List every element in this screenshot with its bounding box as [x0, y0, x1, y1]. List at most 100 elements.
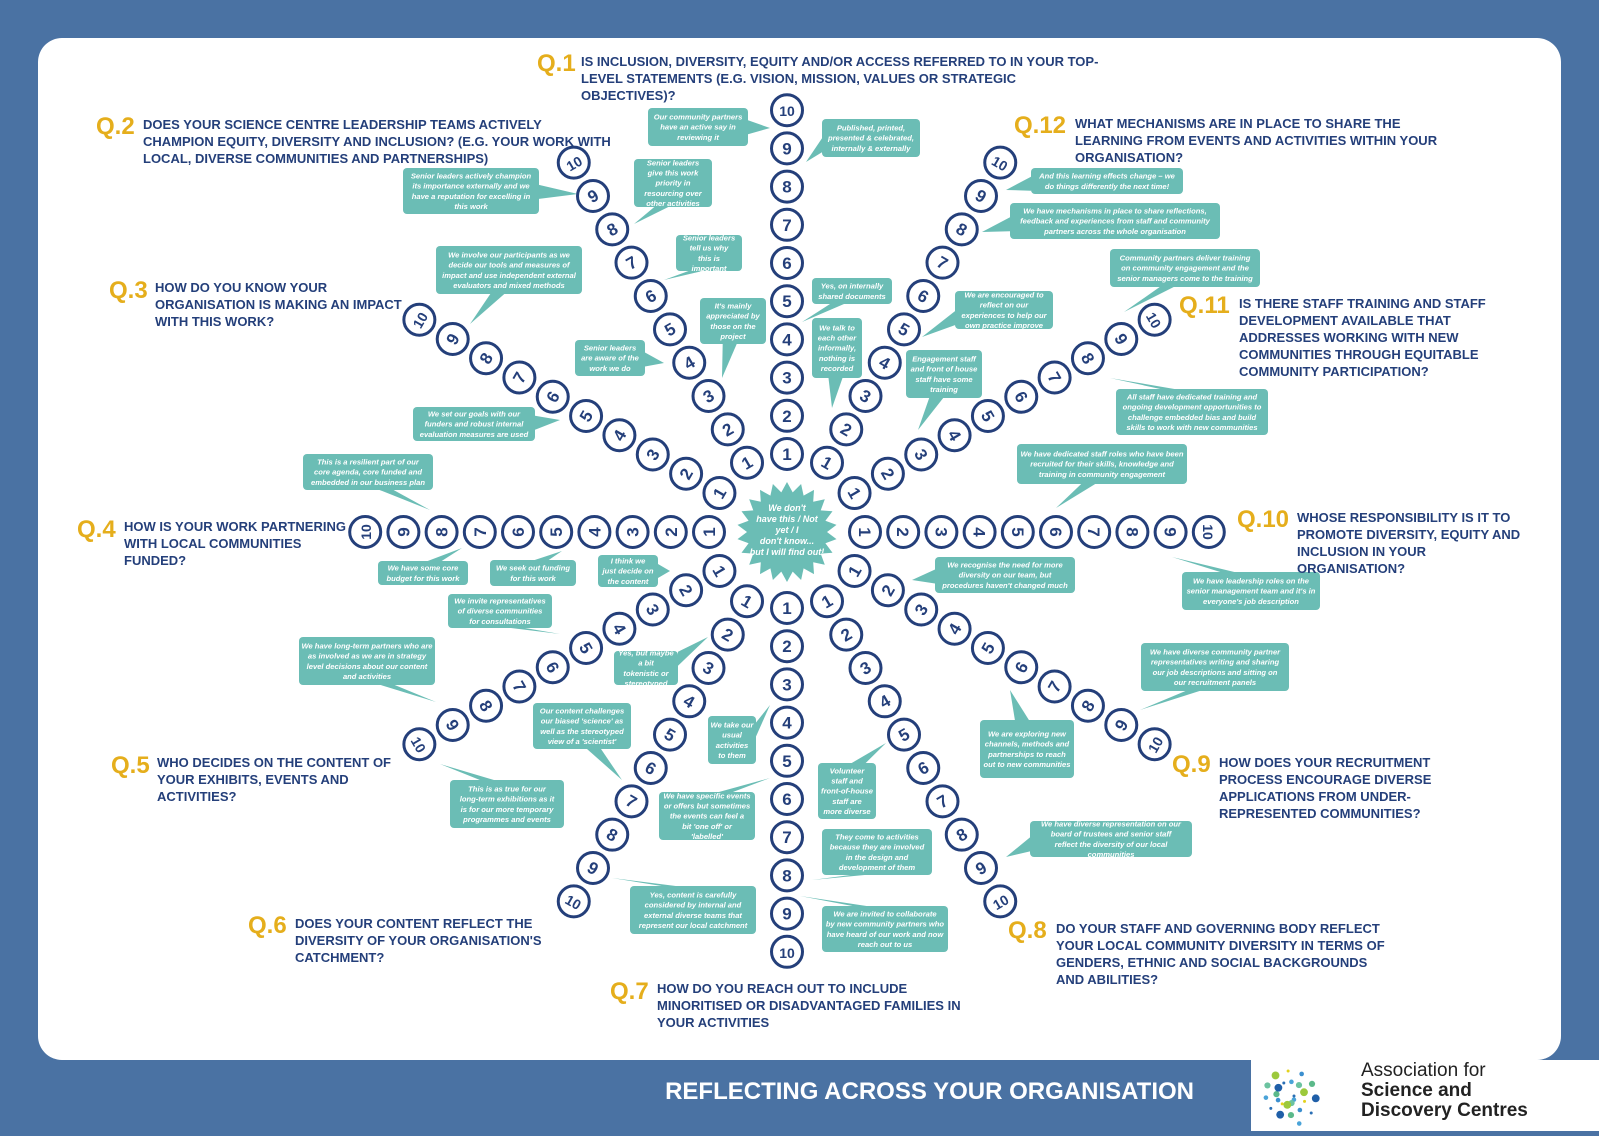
scale-circle[interactable]: [925, 784, 960, 819]
scale-circle[interactable]: [770, 896, 804, 931]
scale-circle[interactable]: [710, 412, 745, 447]
scale-circle[interactable]: [970, 631, 1005, 665]
scale-circle[interactable]: [770, 629, 804, 664]
scale-circle[interactable]: [924, 515, 959, 549]
scale-circle[interactable]: [672, 345, 707, 380]
scale-circle[interactable]: [870, 573, 905, 608]
scale-circle[interactable]: [535, 379, 570, 414]
scale-circle[interactable]: [810, 584, 844, 619]
scale-circle[interactable]: [435, 322, 470, 356]
scale-circle[interactable]: [770, 398, 804, 433]
scale-circle[interactable]: [653, 717, 687, 752]
scale-circle[interactable]: [1077, 515, 1112, 549]
scale-circle[interactable]: [837, 554, 872, 588]
scale-circle[interactable]: [837, 476, 872, 510]
scale-circle[interactable]: [964, 178, 998, 213]
scale-circle[interactable]: [691, 379, 726, 414]
scale-circle[interactable]: [614, 245, 649, 280]
scale-circle[interactable]: [937, 418, 972, 453]
scale-circle[interactable]: [730, 445, 764, 480]
scale-circle[interactable]: [770, 591, 804, 625]
scale-circle[interactable]: [1137, 302, 1172, 337]
scale-circle[interactable]: [770, 820, 804, 855]
scale-circle[interactable]: [906, 279, 941, 314]
scale-circle[interactable]: [770, 131, 804, 166]
scale-circle[interactable]: [633, 279, 668, 314]
scale-circle[interactable]: [556, 884, 591, 919]
scale-circle[interactable]: [702, 554, 737, 588]
scale-circle[interactable]: [1039, 515, 1073, 549]
scale-circle[interactable]: [730, 584, 764, 619]
scale-circle[interactable]: [1104, 708, 1139, 742]
scale-circle[interactable]: [1153, 515, 1188, 549]
scale-circle[interactable]: [770, 284, 804, 319]
scale-circle[interactable]: [937, 611, 972, 646]
scale-circle[interactable]: [904, 592, 939, 627]
scale-circle[interactable]: [770, 360, 804, 395]
scale-circle[interactable]: [906, 750, 941, 785]
scale-circle[interactable]: [1115, 515, 1150, 549]
scale-circle[interactable]: [770, 93, 804, 128]
scale-circle[interactable]: [469, 688, 504, 723]
scale-circle[interactable]: [1004, 379, 1039, 414]
scale-circle[interactable]: [653, 312, 687, 347]
scale-circle[interactable]: [577, 515, 612, 549]
scale-circle[interactable]: [829, 617, 864, 652]
scale-circle[interactable]: [770, 246, 804, 280]
scale-circle[interactable]: [569, 399, 604, 433]
scale-circle[interactable]: [614, 784, 649, 819]
scale-circle[interactable]: [435, 708, 470, 742]
scale-circle[interactable]: [1137, 727, 1172, 762]
scale-circle[interactable]: [424, 515, 459, 549]
scale-circle[interactable]: [462, 515, 497, 549]
scale-circle[interactable]: [944, 817, 979, 852]
scale-circle[interactable]: [770, 667, 804, 702]
scale-circle[interactable]: [964, 851, 998, 886]
scale-circle[interactable]: [970, 399, 1005, 433]
scale-circle[interactable]: [848, 650, 883, 685]
scale-circle[interactable]: [402, 727, 437, 762]
scale-circle[interactable]: [539, 515, 574, 549]
scale-circle[interactable]: [576, 851, 610, 886]
scale-circle[interactable]: [870, 456, 905, 491]
scale-circle[interactable]: [602, 611, 637, 646]
scale-circle[interactable]: [770, 705, 804, 740]
scale-circle[interactable]: [867, 684, 902, 719]
scale-circle[interactable]: [691, 650, 726, 685]
scale-circle[interactable]: [386, 515, 421, 549]
scale-circle[interactable]: [848, 379, 883, 414]
scale-circle[interactable]: [692, 515, 726, 549]
scale-circle[interactable]: [710, 617, 745, 652]
scale-circle[interactable]: [1004, 650, 1039, 685]
scale-circle[interactable]: [1000, 515, 1035, 549]
scale-circle[interactable]: [502, 669, 537, 704]
scale-circle[interactable]: [502, 360, 537, 395]
scale-circle[interactable]: [633, 750, 668, 785]
scale-circle[interactable]: [635, 592, 670, 627]
scale-circle[interactable]: [770, 169, 804, 204]
scale-circle[interactable]: [944, 212, 979, 247]
scale-circle[interactable]: [569, 631, 604, 665]
scale-circle[interactable]: [556, 145, 591, 180]
scale-circle[interactable]: [829, 412, 864, 447]
scale-circle[interactable]: [867, 345, 902, 380]
scale-circle[interactable]: [770, 934, 804, 969]
scale-circle[interactable]: [770, 207, 804, 242]
scale-circle[interactable]: [983, 884, 1018, 919]
scale-circle[interactable]: [672, 684, 707, 719]
scale-circle[interactable]: [1037, 360, 1072, 395]
scale-circle[interactable]: [348, 515, 383, 549]
scale-circle[interactable]: [770, 437, 804, 471]
scale-circle[interactable]: [595, 212, 630, 247]
scale-circle[interactable]: [615, 515, 650, 549]
scale-circle[interactable]: [1191, 515, 1226, 549]
scale-circle[interactable]: [962, 515, 997, 549]
scale-circle[interactable]: [770, 782, 804, 816]
scale-circle[interactable]: [501, 515, 535, 549]
scale-circle[interactable]: [576, 178, 610, 213]
scale-circle[interactable]: [887, 717, 921, 752]
scale-circle[interactable]: [669, 573, 704, 608]
scale-circle[interactable]: [904, 437, 939, 472]
scale-circle[interactable]: [1037, 669, 1072, 704]
scale-circle[interactable]: [702, 476, 737, 510]
